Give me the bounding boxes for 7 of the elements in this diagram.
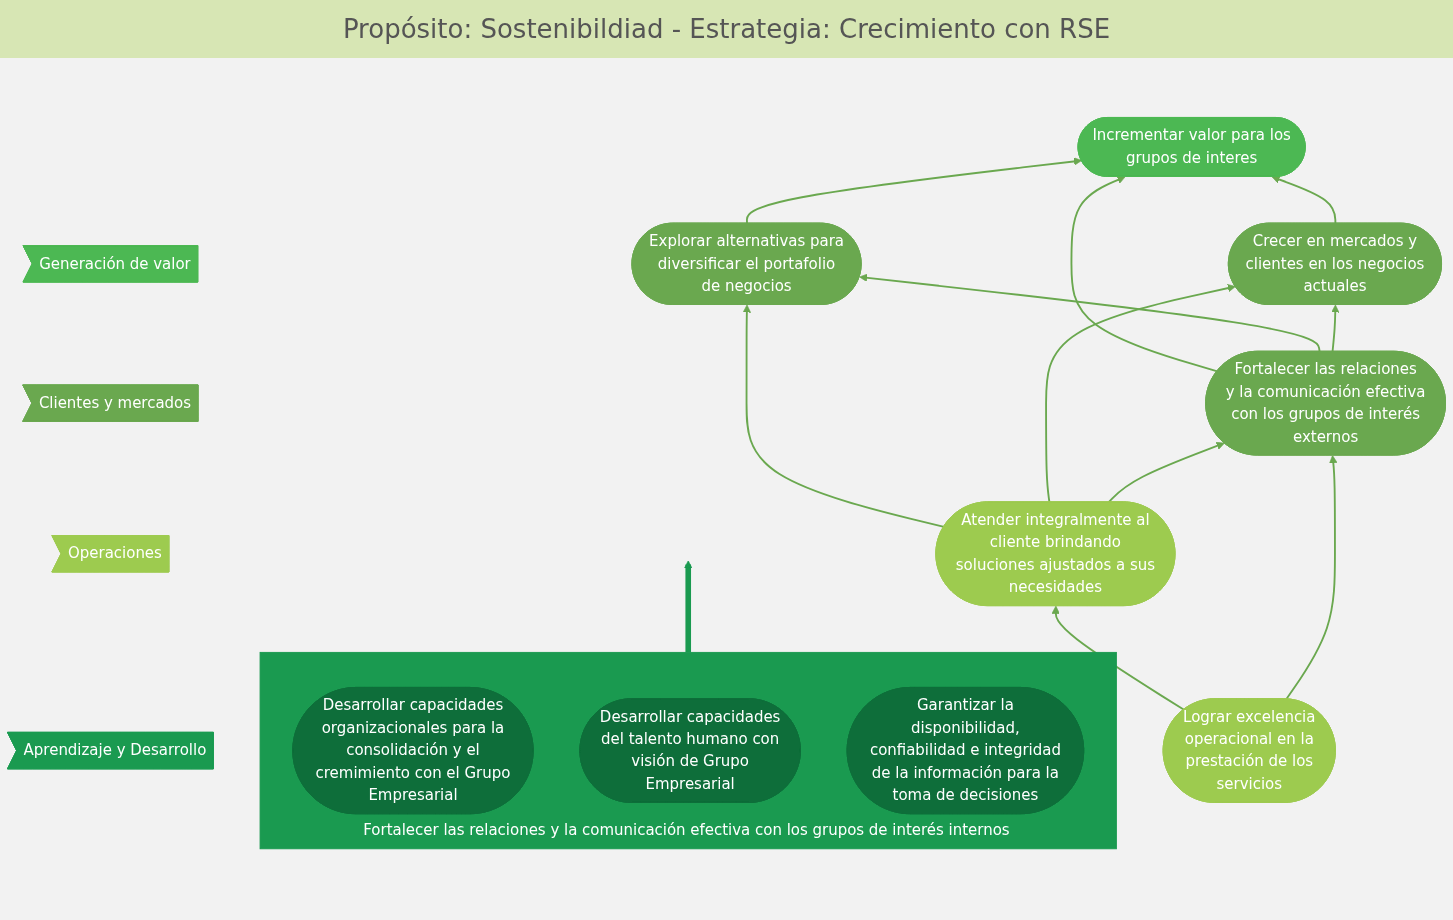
arrow bbox=[742, 304, 945, 528]
arrow bbox=[1331, 304, 1340, 353]
arrow bbox=[1271, 175, 1337, 225]
arrow bbox=[746, 157, 1082, 225]
arrow bbox=[684, 560, 693, 653]
title-banner: Propósito: Sostenibildiad - Estrategia: Crecimiento con RSE bbox=[0, 0, 1453, 58]
arrow bbox=[859, 273, 1321, 353]
